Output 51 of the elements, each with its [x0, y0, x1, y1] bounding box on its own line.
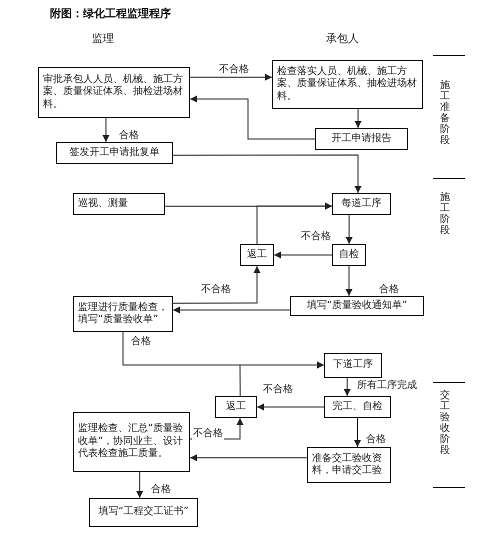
arrow — [172, 306, 290, 314]
column-header: 监理 — [92, 31, 114, 46]
arrow — [190, 74, 272, 81]
arrow — [172, 154, 362, 194]
process-box: 完工、自检 — [324, 396, 391, 418]
edge-label: 合格 — [378, 282, 400, 296]
arrow — [256, 404, 324, 410]
arrow — [346, 266, 352, 296]
arrow — [256, 202, 332, 244]
arrow — [172, 266, 260, 304]
arrow — [102, 118, 110, 142]
edge-label: 合格 — [365, 432, 387, 446]
column-header: 承包人 — [326, 31, 359, 46]
edge-label: 不合格 — [200, 282, 232, 296]
process-box: 监理进行质量检查，填写“质量验收单” — [73, 296, 173, 332]
arrow — [136, 472, 144, 498]
process-box: 自检 — [332, 244, 366, 266]
phase-label: 施工准备阶段 — [440, 80, 450, 146]
process-box: 监理检查、汇总“质量验收单”，协同业主、设计代表检查施工质量。 — [73, 412, 190, 472]
edge-label: 合格 — [130, 334, 152, 348]
edge-label: 不合格 — [262, 382, 294, 396]
arrow — [240, 362, 324, 396]
process-box: 开工申请报告 — [315, 128, 408, 150]
process-box: 签发开工申请批复单 — [56, 142, 173, 164]
process-box: 填写“质量验收通知单” — [290, 296, 424, 316]
phase-label: 交工验收阶段 — [440, 390, 450, 456]
edge-label: 合格 — [118, 128, 140, 142]
process-box: 检查落实人员、机械、施工方案、质量保证体系、抽检进场材料。 — [272, 60, 423, 109]
edge-label: 不合格 — [192, 426, 224, 440]
process-box: 每道工序 — [332, 193, 391, 215]
edge-label: 不合格 — [300, 229, 332, 243]
process-box: 返工 — [240, 244, 274, 266]
arrow — [164, 202, 332, 210]
phase-label: 施工阶段 — [440, 192, 450, 236]
process-box: 返工 — [215, 396, 257, 418]
process-box: 下道工序 — [324, 353, 382, 378]
arrow — [190, 96, 316, 140]
arrow — [354, 418, 361, 448]
process-box: 巡视、测量 — [73, 193, 165, 215]
edge-label: 所有工序完成 — [356, 378, 418, 392]
process-box: 准备交工验收资料，申请交工验 — [307, 447, 391, 483]
arrow — [354, 108, 362, 128]
diagram-title: 附图：绿化工程监理程序 — [50, 6, 171, 21]
arrow — [346, 214, 353, 244]
arrow — [274, 252, 332, 258]
edge-label: 不合格 — [218, 62, 250, 76]
process-box: 审批承包人人员、机械、施工方案、质量保证体系、抽检进场材料。 — [38, 67, 190, 118]
arrow — [344, 378, 351, 396]
arrow — [190, 454, 308, 462]
process-box: 填写“工程交工证书” — [89, 498, 198, 527]
edge-label: 合格 — [150, 482, 172, 496]
